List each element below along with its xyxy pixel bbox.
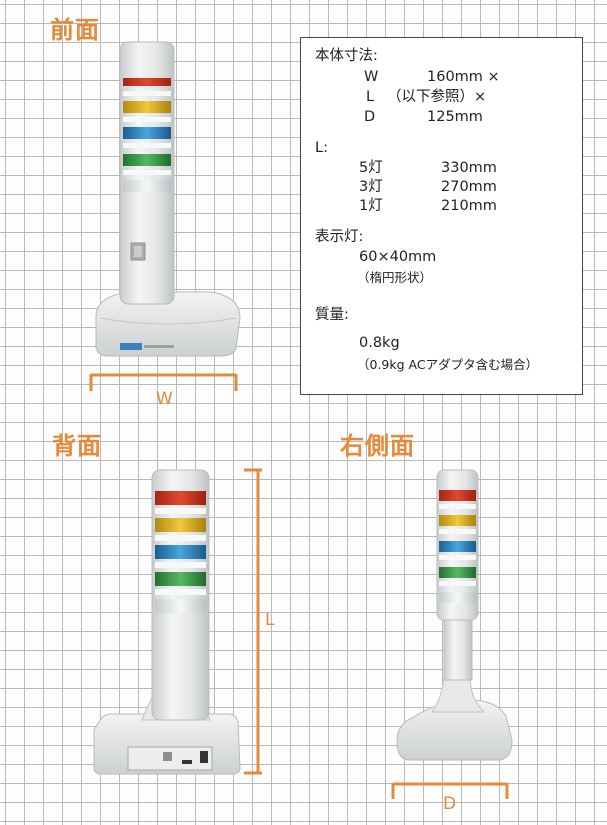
depth-dimension-bracket [391,782,509,799]
lamp-size: 60×40mm [359,249,437,265]
mass-note: （0.9kg ACアダプタ含む場合） [357,357,539,372]
width-dimension-label: W [156,389,173,409]
body-dimensions-heading: 本体寸法: [315,48,378,64]
body-dim-key-d: D [364,109,376,125]
specifications-box: 本体寸法: W 160mm × L （以下参照）× D 125mm L: 5灯 … [300,37,583,395]
mass-value: 0.8kg [359,335,400,351]
body-dim-key-w: W [364,69,379,85]
back-view-title: 背面 [52,432,102,460]
body-dim-key-l: L [366,89,375,105]
length-value-5: 330mm [441,160,497,176]
front-view-title: 前面 [50,16,100,44]
length-label-5: 5灯 [359,160,383,176]
length-value-3: 270mm [441,179,497,195]
side-view-tower [396,469,513,761]
length-heading: L: [315,140,328,156]
body-dim-value-w: 160mm × [427,69,500,85]
length-label-3: 3灯 [359,179,383,195]
length-dimension-bracket [244,468,262,775]
length-label-1: 1灯 [359,198,383,214]
mass-heading: 質量: [315,307,349,323]
lamp-shape: （楕円形状） [357,270,433,285]
side-view-title: 右側面 [340,432,415,460]
body-dim-value-l: （以下参照）× [387,89,487,105]
width-dimension-bracket [89,373,238,391]
length-value-1: 210mm [441,198,497,214]
body-dim-value-d: 125mm [427,109,483,125]
depth-dimension-label: D [443,794,457,814]
front-view-tower [95,41,241,357]
lamp-heading: 表示灯: [315,229,364,245]
length-dimension-label: L [265,610,275,630]
back-view-tower [93,469,241,775]
